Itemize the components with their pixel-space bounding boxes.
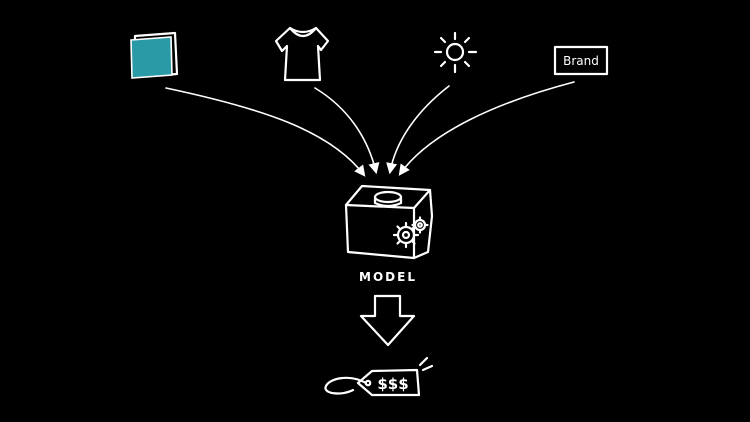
sun-icon (433, 31, 478, 74)
down-arrow-icon (359, 294, 416, 347)
brand-label-icon: Brand (553, 45, 609, 76)
brand-label-text: Brand (563, 54, 599, 68)
tshirt-icon (274, 26, 330, 82)
arrow-tshirt-to-model (314, 87, 380, 175)
model-label: MODEL (359, 270, 417, 284)
input-arrows (165, 81, 575, 177)
arrow-brand-to-model (398, 81, 575, 176)
gear-icon (392, 216, 429, 249)
price-tag-text: $$$ (377, 375, 408, 393)
price-tag-icon: $$$ (324, 356, 434, 397)
arrow-swatch-to-model (165, 87, 366, 177)
color-swatch-icon (130, 31, 179, 79)
model-box-gear-icon (344, 184, 434, 260)
sparkle-lines (418, 356, 434, 372)
arrow-sun-to-model (386, 85, 450, 175)
